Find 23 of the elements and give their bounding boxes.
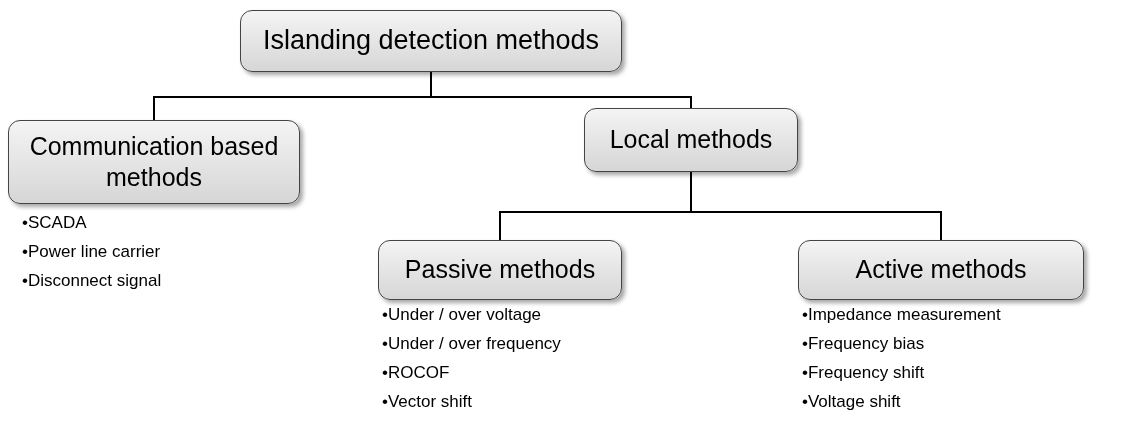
method-box bbox=[240, 10, 622, 72]
list-item: •Disconnect signal bbox=[22, 270, 162, 292]
connector-line bbox=[690, 171, 942, 241]
list-item: •SCADA bbox=[22, 212, 88, 234]
list-item: •Impedance measurement bbox=[802, 304, 1001, 326]
list-item: •Power line carrier bbox=[22, 241, 162, 263]
list-item: •Vector shift bbox=[382, 391, 474, 413]
list-item: •Under / over frequency bbox=[382, 333, 561, 355]
method-box bbox=[378, 240, 622, 300]
box-title: Local methods bbox=[609, 124, 773, 156]
list-item: •Frequency bias bbox=[802, 333, 926, 355]
method-box bbox=[798, 240, 1084, 300]
box-title: Islanding detection methods bbox=[262, 24, 600, 58]
list-item: •Voltage shift bbox=[802, 391, 902, 413]
box-title: Passive methods bbox=[404, 254, 596, 286]
list-item: •ROCOF bbox=[382, 362, 451, 384]
list-item: •Frequency shift bbox=[802, 362, 926, 384]
box-title: Communication based methods bbox=[28, 130, 280, 193]
connector-line bbox=[430, 71, 692, 109]
list-item: •Under / over voltage bbox=[382, 304, 543, 326]
method-box bbox=[584, 108, 798, 172]
method-box bbox=[8, 120, 300, 204]
box-title: Active methods bbox=[855, 254, 1027, 286]
